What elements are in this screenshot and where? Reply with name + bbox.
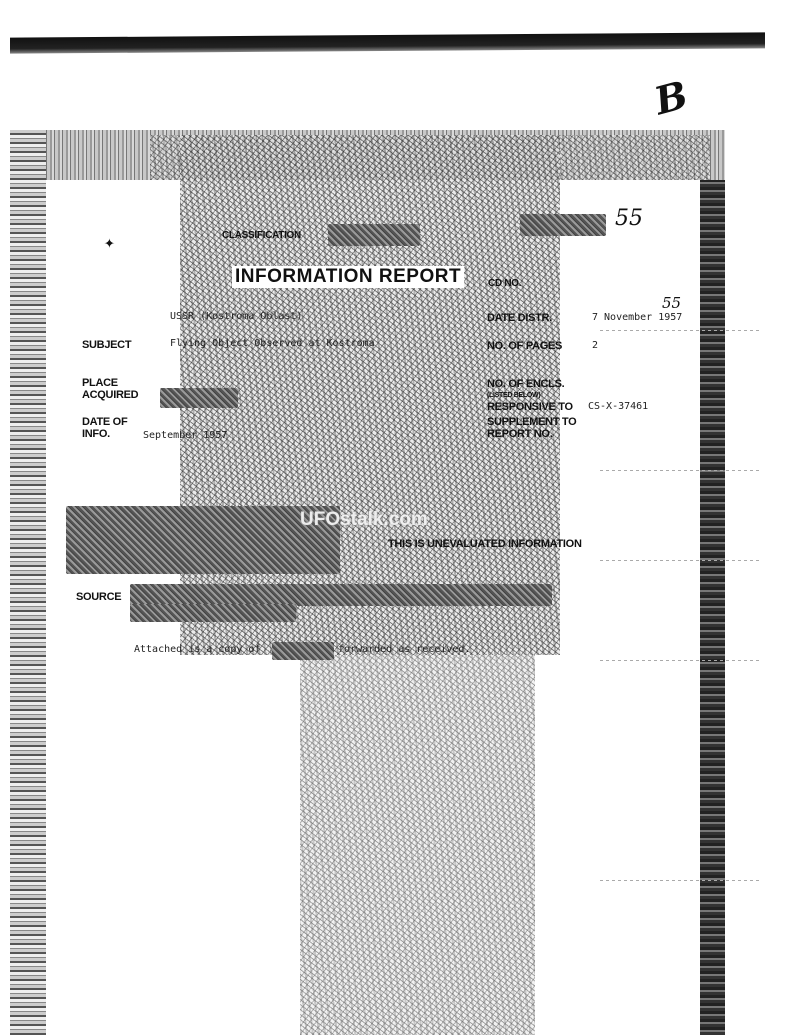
label-line: REPORT NO.	[487, 428, 553, 440]
handwritten-mark: 55	[662, 294, 682, 312]
report-title: INFORMATION REPORT	[232, 266, 465, 288]
redaction	[66, 506, 340, 574]
date-distr-label: DATE DISTR.	[487, 312, 552, 324]
no-pages-value: 2	[592, 340, 599, 351]
handwritten-page-mark: B	[649, 71, 693, 124]
redaction	[130, 584, 552, 606]
ruled-line	[600, 660, 760, 661]
redaction	[328, 224, 420, 246]
attached-text-prefix: Attached is a copy of	[134, 644, 261, 655]
country-value: USSR (Kostroma Oblast)	[170, 311, 303, 322]
subject-label: SUBJECT	[82, 339, 132, 351]
redaction	[160, 388, 238, 408]
date-distr-value: 7 November 1957	[592, 312, 683, 323]
subject-value: Flying Object Observed at Kostroma	[170, 338, 375, 349]
ruled-line	[600, 560, 760, 561]
label-line: PLACE	[82, 377, 118, 389]
ruled-line	[600, 330, 760, 331]
no-pages-label: NO. OF PAGES	[487, 340, 563, 352]
label-line: INFO.	[82, 428, 110, 440]
classification-label: CLASSIFICATION	[222, 230, 301, 241]
agency-seal-icon: ✦	[104, 232, 115, 253]
label-line: ACQUIRED	[82, 389, 139, 401]
cd-no-label: CD NO.	[488, 278, 522, 289]
label-line: SUPPLEMENT TO	[487, 416, 577, 428]
label-line: DATE OF	[82, 416, 128, 428]
watermark: UFOstalk.com	[300, 509, 428, 530]
attached-text-suffix: forwarded as received.	[338, 644, 471, 655]
source-label: SOURCE	[76, 591, 122, 603]
ruled-line	[600, 880, 760, 881]
redaction	[272, 642, 334, 660]
handwritten-number: 55	[615, 206, 643, 231]
scan-top-edge	[10, 32, 765, 54]
redaction	[130, 604, 296, 622]
no-encls-label: NO. OF ENCLS.	[487, 378, 565, 390]
no-encls-sub: (LISTED BELOW)	[487, 392, 541, 399]
right-edge	[700, 180, 725, 1035]
scan-noise	[300, 655, 535, 1035]
redaction	[520, 214, 606, 236]
date-of-info-value: September 1957	[143, 430, 228, 441]
left-edge	[10, 130, 46, 1035]
responsive-value: CS-X-37461	[588, 401, 649, 412]
unevaluated-notice: THIS IS UNEVALUATED INFORMATION	[388, 538, 582, 550]
responsive-label: RESPONSIVE TO	[487, 401, 573, 413]
ruled-line	[600, 470, 760, 471]
